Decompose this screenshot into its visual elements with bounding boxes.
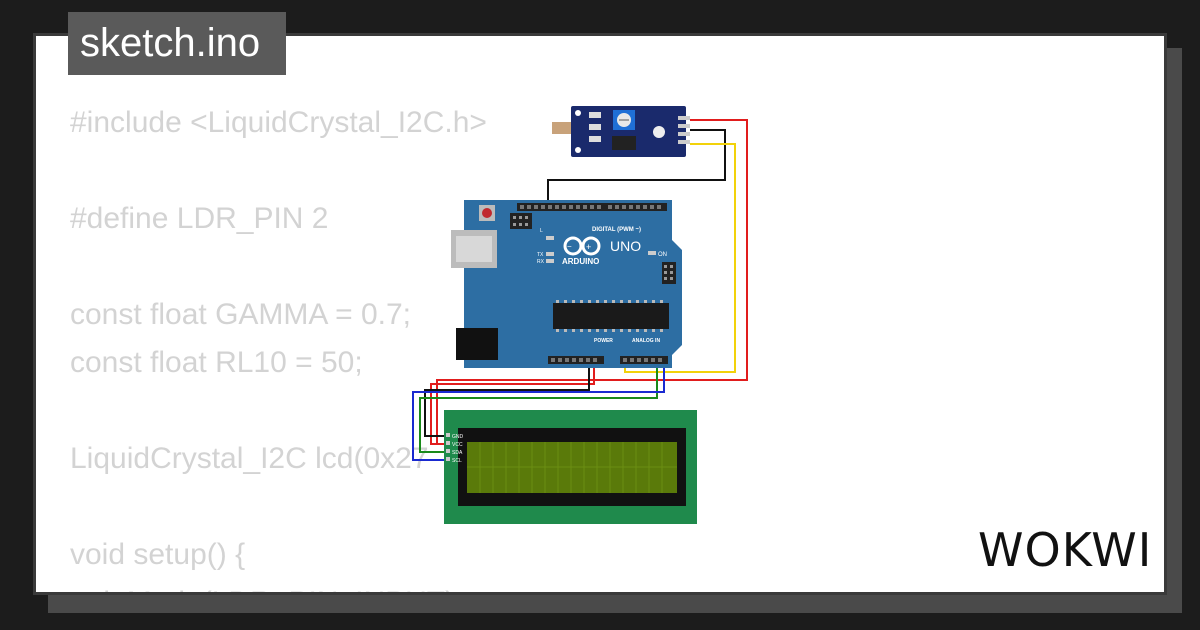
brand-label: ARDUINO (562, 257, 599, 266)
file-name-tag: sketch.ino (68, 12, 286, 75)
wire-red-lcd[interactable] (430, 356, 595, 445)
lcd-pin-sda: SDA (452, 450, 463, 456)
panel-shadow-right (1167, 48, 1182, 613)
sensor-board (571, 106, 686, 157)
code-line: #define LDR_PIN 2 (70, 202, 329, 235)
wire-blue[interactable] (412, 356, 665, 461)
lcd-display[interactable]: GND VCC SDA SCL (444, 410, 697, 524)
lcd-pin-vcc: VCC (452, 442, 463, 448)
model-label: UNO (610, 238, 641, 254)
wire-black-lcd[interactable] (424, 356, 590, 437)
panel-shadow-bottom (48, 595, 1182, 613)
tx-label: TX (537, 252, 544, 258)
power-label: POWER (594, 338, 613, 344)
wire-green[interactable] (419, 356, 658, 453)
wokwi-logo: WOKWI (978, 523, 1152, 577)
digital-label: DIGITAL (PWM ~) (592, 227, 641, 233)
l-label: L (540, 228, 543, 234)
wokwi-logo-text: WOKWI (978, 523, 1152, 577)
microcontroller-chip (553, 303, 669, 329)
power-jack (456, 328, 498, 360)
svg-text:+: + (586, 242, 591, 252)
arduino-uno-board[interactable]: DIGITAL (PWM ~) L TX RX − + ARDUINO UNO … (451, 200, 682, 368)
reset-button[interactable] (482, 208, 492, 218)
code-line: LiquidCrystal_I2C lcd(0x27 (70, 442, 429, 475)
led-indicator-icon (653, 126, 665, 138)
on-label: ON (658, 252, 667, 258)
lcd-grid (467, 442, 677, 493)
analog-label: ANALOG IN (632, 338, 660, 344)
svg-text:−: − (567, 242, 572, 251)
wires (412, 119, 748, 461)
code-line: void setup() { (70, 538, 246, 571)
lcd-pin-scl: SCL (452, 458, 462, 464)
arduino-logo-icon (563, 236, 601, 256)
code-line: #include <LiquidCrystal_I2C.h> (70, 106, 487, 139)
code-preview: #include <LiquidCrystal_I2C.h> #define L… (70, 106, 487, 592)
code-line: const float GAMMA = 0.7; (70, 298, 411, 331)
rx-label: RX (537, 259, 545, 265)
ldr-head (552, 122, 572, 134)
lcd-pin-gnd: GND (452, 434, 464, 440)
ldr-sensor-module[interactable] (552, 106, 690, 157)
code-line: pinMode(LDR_PIN, INPUT); (70, 586, 464, 592)
code-line: const float RL10 = 50; (70, 346, 363, 379)
wire-black[interactable] (547, 129, 726, 207)
